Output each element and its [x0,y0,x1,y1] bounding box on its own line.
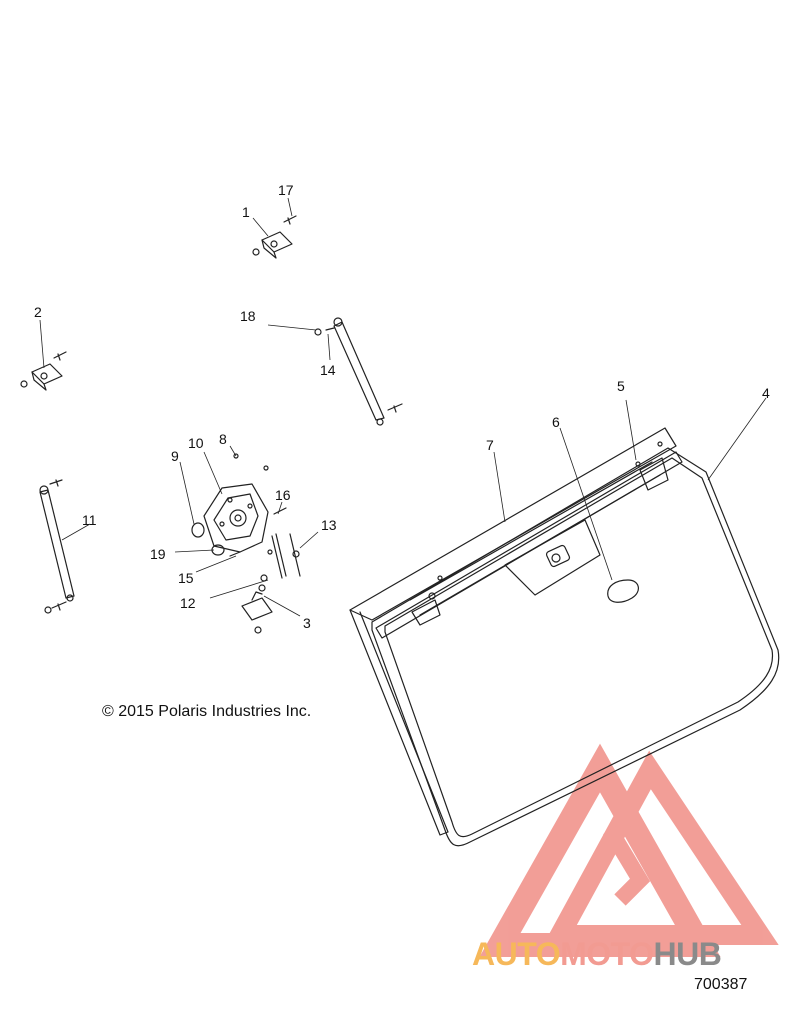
windshield-glass [371,447,780,847]
callout-1: 1 [242,204,250,220]
callout-12: 12 [180,595,196,611]
callout-19: 19 [150,546,166,562]
callout-3: 3 [303,615,311,631]
callout-9: 9 [171,448,179,464]
callout-6: 6 [552,414,560,430]
wordmark-part-c: HUB [653,936,722,972]
callout-11: 11 [82,512,97,528]
copyright-text: © 2015 Polaris Industries Inc. [102,703,312,720]
vent-pad [607,579,639,603]
windshield-frame-side [349,609,449,836]
watermark-logo-icon [479,743,779,957]
center-bracket [504,519,601,596]
grommet-9-icon [191,522,205,538]
watermark-wordmark: AUTOMOTOHUB [472,936,722,973]
callout-13: 13 [321,517,337,533]
callout-4: 4 [762,385,770,401]
windshield-frame [349,427,677,621]
wordmark-part-b: MOTO [560,936,654,972]
callout-16: 16 [275,487,291,503]
latch-bracket-icon [203,483,269,553]
callout-17: 17 [278,182,294,198]
callout-10: 10 [188,435,204,451]
callout-15: 15 [178,570,194,586]
callout-5: 5 [617,378,625,394]
diagram-id: 700387 [694,976,748,993]
windshield-glass-inner [384,457,774,838]
callout-8: 8 [219,431,227,447]
callout-7: 7 [486,437,494,453]
callout-14: 14 [320,362,336,378]
callout-18: 18 [240,308,256,324]
callout-2: 2 [34,304,42,320]
wordmark-part-a: AUTO [472,936,561,972]
gas-strut-11-icon [39,479,75,614]
gas-strut-14-icon [314,317,403,426]
hinge-1-icon [252,215,297,259]
striker-3-icon [241,584,273,634]
